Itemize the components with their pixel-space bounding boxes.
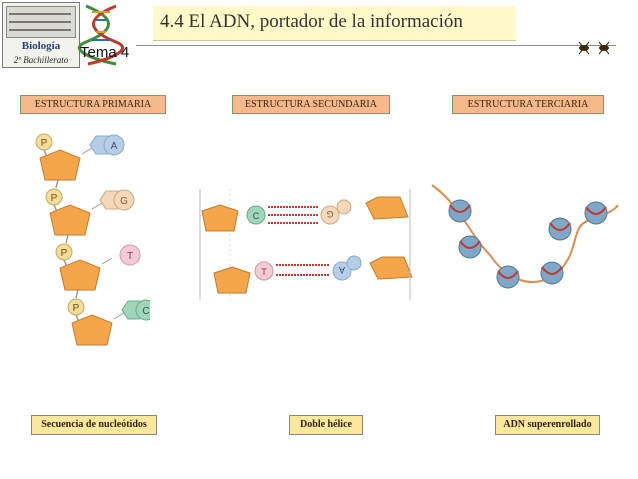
page-title: 4.4 El ADN, portador de la información [160, 11, 463, 32]
secondary-structure-diagram: C T G A [199, 189, 413, 300]
sugar-right-2 [369, 256, 413, 280]
phosphate-3 [55, 243, 73, 261]
svg-text:C: C [253, 211, 260, 221]
base-1 [103, 134, 125, 156]
svg-text:A: A [339, 265, 345, 275]
base-left-1 [246, 205, 266, 225]
nucleotide-2: P G [45, 188, 135, 244]
caption-primary: Secuencia de nucleótidos [31, 415, 157, 435]
nucleosome-3 [496, 265, 520, 289]
svg-text:P: P [51, 193, 58, 204]
phosphate-2 [45, 188, 63, 206]
svg-text:G: G [326, 209, 333, 219]
svg-text:P: P [61, 248, 68, 259]
sugar-left-2 [213, 266, 251, 294]
hydrogen-bonds [268, 206, 330, 276]
heading-tertiary: ESTRUCTURA TERCIARIA [452, 95, 604, 114]
nucleosome-6 [584, 201, 608, 225]
sugar-right-1 [365, 196, 409, 220]
base-3 [119, 244, 141, 266]
heading-secondary: ESTRUCTURA SECUNDARIA [232, 95, 390, 114]
title-background [153, 6, 516, 41]
nucleotide-1: P A [35, 133, 125, 189]
nucleosome-2 [458, 235, 482, 259]
phosphate-1 [35, 133, 53, 151]
logo-course: 2º Bachillerato [13, 55, 69, 65]
logo-subject: Biología [21, 40, 61, 52]
svg-text:T: T [261, 267, 267, 277]
primary-structure-diagram: P A P G P T P C [35, 133, 150, 346]
caption-secondary: Doble hélice [289, 415, 363, 435]
base-4 [135, 299, 150, 321]
svg-text:C: C [142, 306, 149, 317]
nucleosome-5 [548, 217, 572, 241]
base-right-1 [320, 205, 340, 225]
svg-text:P: P [41, 138, 48, 149]
sugar-left-1 [201, 204, 239, 232]
heading-primary: ESTRUCTURA PRIMARIA [20, 95, 166, 114]
topic-label: Tema 4 [80, 44, 130, 61]
nucleotide-4: P C [67, 298, 150, 346]
svg-text:P: P [73, 303, 80, 314]
svg-text:A: A [111, 141, 118, 152]
base-left-2 [254, 261, 274, 281]
dna-helix-icon [77, 4, 125, 66]
bee-icons [578, 41, 610, 55]
tertiary-structure-diagram [431, 184, 619, 289]
base-right-2 [332, 261, 352, 281]
header-divider [136, 45, 616, 46]
nucleotide-3: P T [55, 243, 141, 299]
svg-text:T: T [127, 251, 133, 262]
base-2 [113, 189, 135, 211]
svg-text:G: G [120, 196, 128, 207]
school-logo: Biología 2º Bachillerato [2, 2, 80, 68]
nucleosome-4 [540, 261, 564, 285]
caption-tertiary: ADN superenrollado [495, 415, 600, 435]
phosphate-4 [67, 298, 85, 316]
nucleosome-1 [448, 199, 472, 223]
